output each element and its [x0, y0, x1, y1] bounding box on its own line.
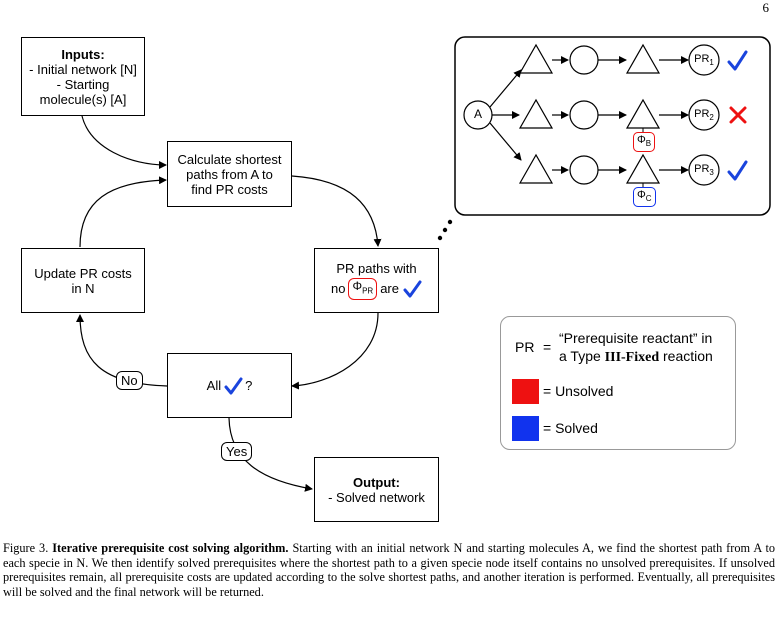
pr-sub: 2: [709, 113, 714, 123]
phi-pr-tag: ΦPR: [348, 278, 378, 300]
inputs-line: - Initial network [N]: [29, 61, 137, 77]
update-line: Update PR costs: [34, 265, 132, 281]
yes-label: Yes: [221, 442, 253, 461]
inputs-line: molecule(s) [A]: [39, 91, 127, 107]
pr-sub: 1: [709, 58, 714, 68]
legend-pr-abbrev: PR: [515, 339, 535, 355]
definition-suffix: reaction: [663, 348, 713, 364]
output-box: Output: - Solved network: [314, 457, 439, 522]
check-icon: [224, 377, 243, 394]
unsolved-label: = Unsolved: [543, 383, 614, 399]
pr-node: [688, 44, 720, 76]
pr-sub: 3: [709, 168, 714, 178]
phi-sub: B: [645, 139, 652, 149]
legend-definition: “Prerequisite reactant” in a Type III-Fi…: [559, 329, 713, 367]
phi-c-tag: ΦC: [633, 187, 656, 208]
connector-dot: [442, 227, 448, 233]
phi-sub: C: [645, 194, 652, 204]
update-box: Update PR costs in N: [21, 248, 145, 313]
all-text: All: [206, 378, 222, 393]
page-number: 6: [762, 0, 770, 15]
check-icon: [727, 50, 748, 71]
legend: PR = “Prerequisite reactant” in a Type I…: [500, 316, 736, 450]
pr-label: PR: [694, 108, 710, 120]
row-1: [518, 43, 748, 76]
row-3: [518, 153, 748, 186]
network-panel: [454, 36, 771, 216]
reaction-triangle: [625, 43, 661, 74]
inputs-line: - Starting: [56, 76, 110, 92]
source-label: A: [473, 107, 482, 121]
pr-label: PR: [694, 53, 710, 65]
connector-dot: [447, 219, 453, 225]
phi-symbol: Φ: [352, 279, 363, 294]
pr-node: [688, 99, 720, 131]
calc-line: paths from A to: [186, 166, 273, 182]
calc-line: Calculate shortest: [177, 151, 282, 167]
definition-bold: III-Fixed: [604, 350, 660, 365]
pr-paths-line: PR paths with: [336, 261, 417, 277]
reaction-triangle: [518, 153, 554, 184]
check-icon: [727, 160, 748, 181]
phi-b-tag: ΦB: [633, 132, 656, 153]
figure-label: Figure 3.: [3, 541, 49, 555]
species-node: [569, 100, 599, 130]
calc-box: Calculate shortest paths from A to find …: [167, 141, 292, 207]
definition-line: a Type III-Fixed reaction: [559, 347, 713, 367]
arrow-calc-to-prpaths: [291, 175, 382, 247]
inputs-title: Inputs:: [61, 46, 105, 62]
phi-sub: PR: [362, 286, 374, 296]
arrow-inputs-to-calc: [81, 115, 167, 169]
arrow-all-to-output: [228, 417, 313, 492]
row-2: [518, 98, 747, 131]
solved-label: = Solved: [543, 420, 598, 436]
all-check-line: All ?: [206, 376, 253, 396]
species-node: [569, 45, 599, 75]
are-text: are: [380, 281, 399, 297]
connector-dot: [437, 235, 443, 241]
diagram-canvas: [76, 36, 771, 492]
phi-symbol: Φ: [637, 134, 646, 146]
pr-node-label-1: PR1: [689, 53, 719, 67]
update-line: in N: [71, 280, 95, 296]
cross-icon: [729, 106, 747, 124]
calc-line: find PR costs: [191, 181, 268, 197]
solved-swatch: [512, 416, 539, 441]
legend-equals: =: [543, 339, 552, 355]
figure-title: Iterative prerequisite cost solving algo…: [52, 541, 289, 555]
output-title: Output:: [353, 474, 400, 490]
arrow-prpaths-to-all: [291, 312, 379, 390]
check-icon: [403, 280, 422, 298]
arrow-all-to-update: [76, 314, 168, 387]
definition-line: “Prerequisite reactant” in: [559, 330, 713, 346]
no-text: no: [331, 281, 346, 297]
inputs-box: Inputs: - Initial network [N] - Starting…: [21, 37, 145, 116]
pr-node: [688, 154, 720, 186]
edge: [489, 69, 522, 108]
question-text: ?: [245, 378, 253, 393]
phi-symbol: Φ: [637, 189, 646, 201]
figure-body: Starting with an initial network N and s…: [3, 541, 776, 599]
pr-node-label-2: PR2: [689, 108, 719, 122]
species-node: [569, 155, 599, 185]
pr-label: PR: [694, 163, 710, 175]
arrow-update-to-calc: [79, 176, 167, 248]
all-check-box: All ?: [167, 353, 292, 418]
reaction-triangle: [518, 43, 554, 74]
pr-paths-line2: no ΦPR are: [331, 278, 422, 300]
edge: [489, 122, 522, 161]
definition-prefix: a Type: [559, 348, 601, 364]
output-line: - Solved network: [328, 489, 425, 505]
pr-paths-box: PR paths with no ΦPR are: [314, 248, 439, 313]
pr-node-label-3: PR3: [689, 163, 719, 177]
figure-caption: Figure 3. Iterative prerequisite cost so…: [3, 541, 775, 599]
reaction-triangle: [518, 98, 554, 129]
no-label: No: [116, 371, 143, 390]
unsolved-swatch: [512, 379, 539, 404]
